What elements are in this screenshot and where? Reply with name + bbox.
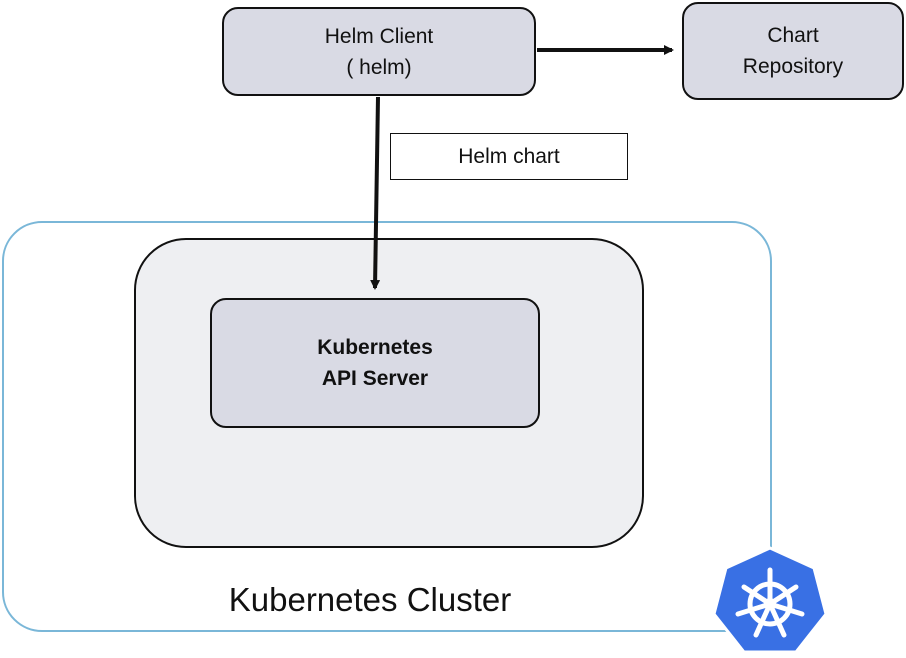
helm-client-subtitle: ( helm)	[346, 55, 412, 79]
chart-repository-title-line2: Repository	[742, 55, 844, 78]
chart-repository-node[interactable]: Chart Repository	[682, 2, 904, 100]
chart-repository-title-line1: Chart	[767, 24, 819, 47]
cluster-label-text: Kubernetes Cluster	[228, 581, 512, 618]
helm-client-node[interactable]: Helm Client ( helm)	[222, 7, 536, 96]
api-server-title-line2: API Server	[321, 367, 429, 390]
kubernetes-cluster-label: Kubernetes Cluster	[200, 578, 540, 622]
helm-chart-edge-label: Helm chart	[390, 133, 628, 180]
api-server-title-line1: Kubernetes	[317, 336, 433, 359]
kubernetes-cluster-boundary	[2, 221, 772, 632]
kubernetes-helm-wheel-icon	[712, 546, 828, 654]
helm-chart-label-text: Helm chart	[458, 144, 560, 168]
kubernetes-api-server-node[interactable]: Kubernetes API Server	[210, 298, 540, 428]
helm-client-title: Helm Client	[324, 24, 434, 48]
